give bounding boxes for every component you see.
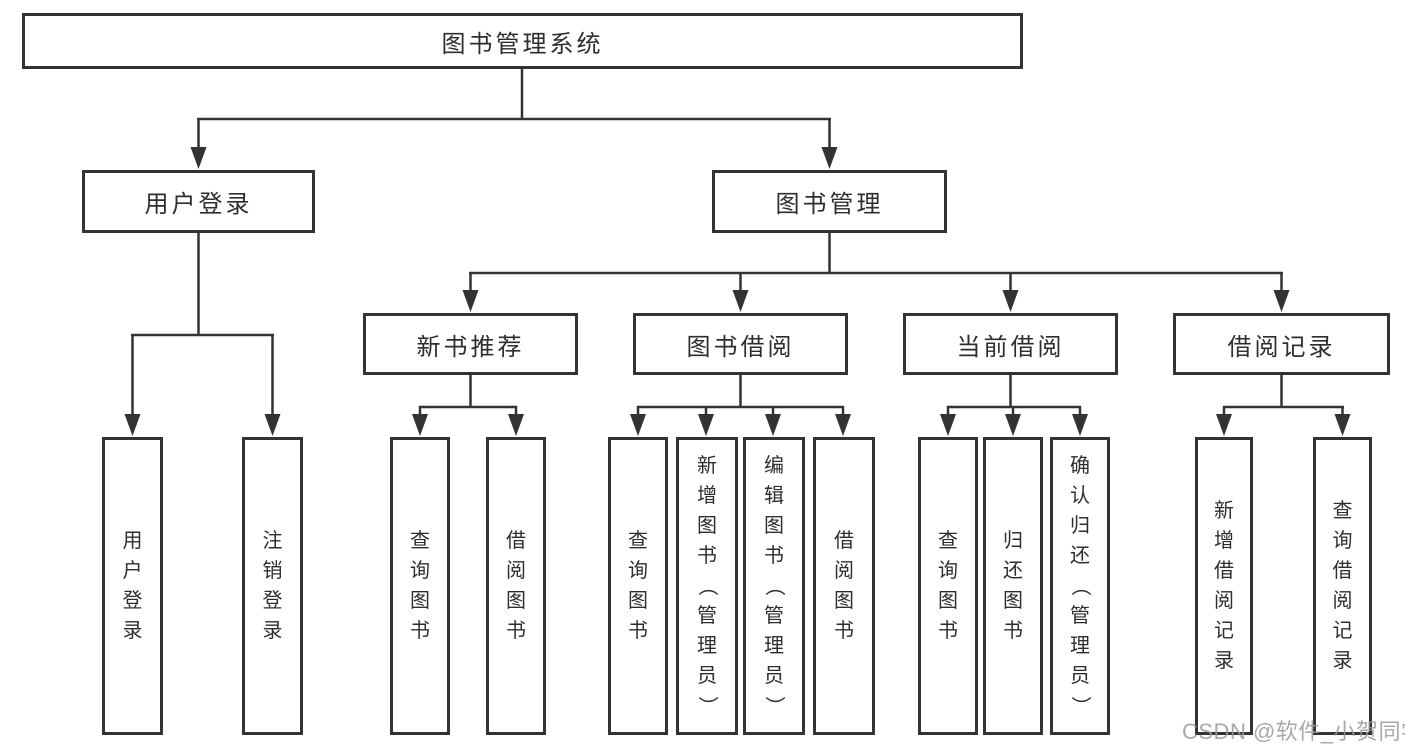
node-leaf-return-books: 归还图书 xyxy=(983,437,1043,735)
arrow-down-icon xyxy=(732,290,749,312)
arrow-down-icon xyxy=(462,290,479,312)
arrow-down-icon xyxy=(1072,414,1088,436)
arrow-down-icon xyxy=(835,414,851,436)
arrow-down-icon xyxy=(1273,290,1290,312)
arrow-down-icon xyxy=(1216,414,1232,436)
arrow-down-icon xyxy=(1002,290,1019,312)
arrow-down-icon xyxy=(412,414,428,436)
node-book-management: 图书管理 xyxy=(712,170,947,233)
node-leaf-add-borrow-record: 新增借阅记录 xyxy=(1195,437,1253,735)
csdn-watermark: CSDN @软件_小贺同学 xyxy=(1182,719,1405,744)
node-user-login: 用户登录 xyxy=(82,170,315,233)
node-leaf-query-books-borrow: 查询图书 xyxy=(608,437,668,735)
arrow-down-icon xyxy=(821,147,838,169)
node-leaf-logout: 注销登录 xyxy=(242,437,303,735)
node-leaf-add-book-admin: 新增图书（管理员） xyxy=(676,437,738,735)
node-book-borrowing: 图书借阅 xyxy=(633,313,848,375)
node-new-book-recommendation: 新书推荐 xyxy=(363,313,578,375)
node-borrowing-records: 借阅记录 xyxy=(1173,313,1390,375)
arrow-down-icon xyxy=(190,147,207,169)
node-leaf-confirm-return-admin: 确认归还（管理员） xyxy=(1050,437,1110,735)
node-leaf-query-books-recommend: 查询图书 xyxy=(390,437,450,735)
node-leaf-user-login: 用户登录 xyxy=(102,437,163,735)
arrow-down-icon xyxy=(1334,414,1351,436)
arrow-down-icon xyxy=(508,414,524,436)
arrow-down-icon xyxy=(124,414,141,436)
arrow-down-icon xyxy=(264,414,281,436)
node-leaf-borrow-books-recommend: 借阅图书 xyxy=(486,437,546,735)
arrow-down-icon xyxy=(940,414,956,436)
node-library-management-system: 图书管理系统 xyxy=(22,13,1023,69)
node-leaf-query-books-current: 查询图书 xyxy=(918,437,978,735)
node-leaf-edit-book-admin: 编辑图书（管理员） xyxy=(743,437,805,735)
node-leaf-borrow-books: 借阅图书 xyxy=(813,437,875,735)
arrow-down-icon xyxy=(1005,414,1021,436)
node-current-borrowing: 当前借阅 xyxy=(903,313,1118,375)
arrow-down-icon xyxy=(630,414,646,436)
arrow-down-icon xyxy=(698,414,714,436)
node-leaf-query-borrow-record: 查询借阅记录 xyxy=(1313,437,1372,735)
arrow-down-icon xyxy=(765,414,781,436)
